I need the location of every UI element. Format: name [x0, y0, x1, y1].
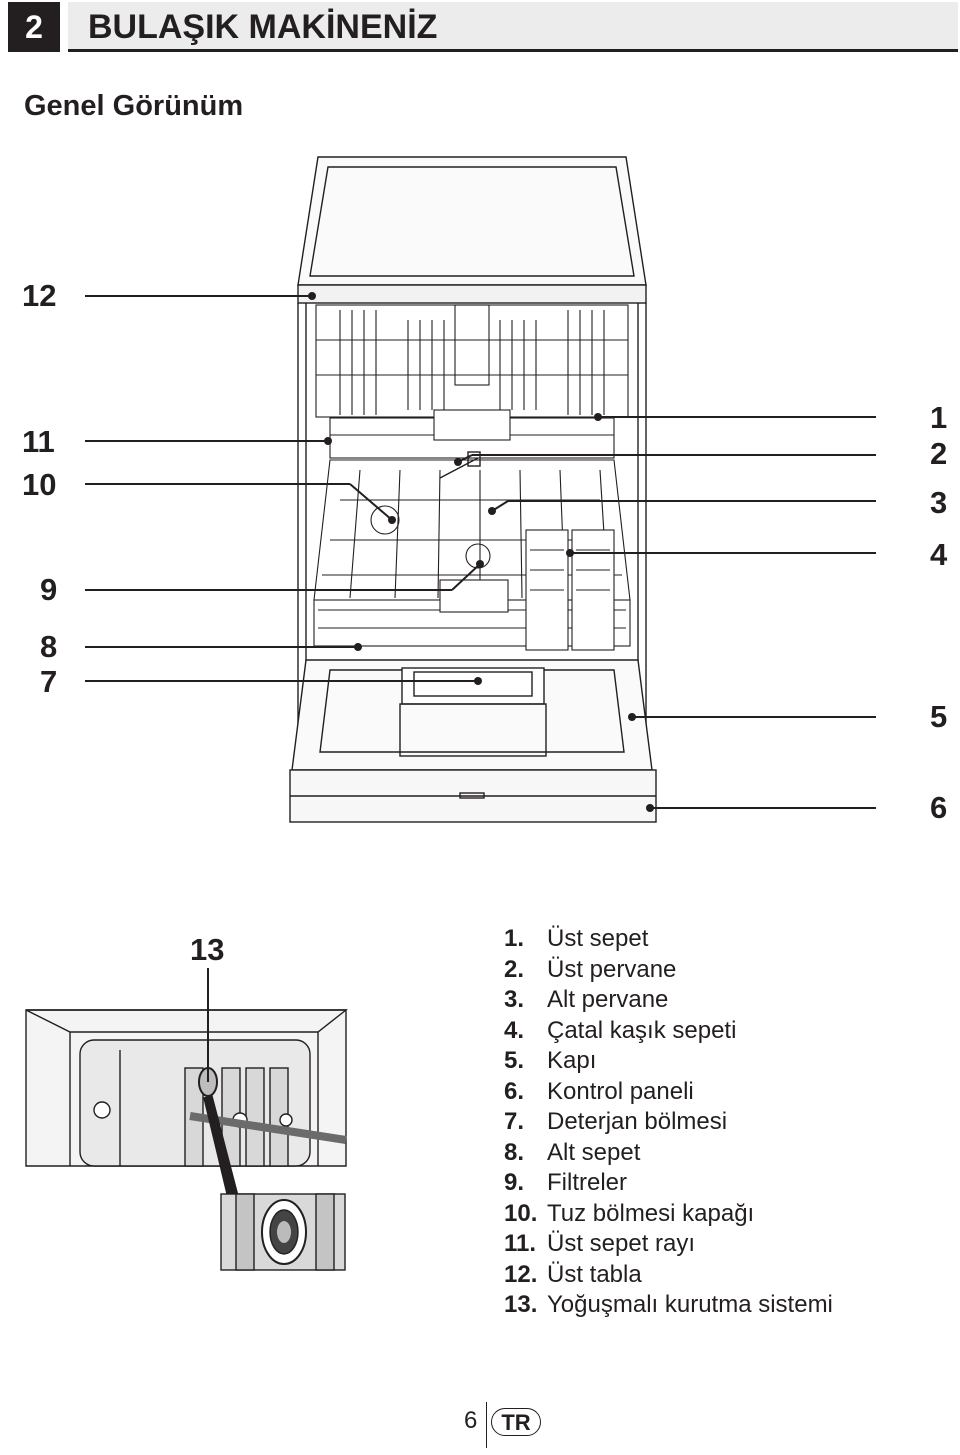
page-subtitle: Genel Görünüm: [24, 90, 244, 122]
callout-dots: [308, 292, 654, 812]
legend-item: 4.Çatal kaşık sepeti: [504, 1016, 737, 1044]
upper-basket: [315, 304, 629, 459]
section-title: BULAŞIK MAKİNENİZ: [88, 8, 438, 46]
callout-3: 3: [930, 485, 948, 520]
callout-5: 5: [930, 699, 948, 734]
section-header: 2 BULAŞIK MAKİNENİZ: [8, 2, 958, 52]
footer-divider: [486, 1402, 487, 1448]
section-title-bar: BULAŞIK MAKİNENİZ: [68, 2, 958, 52]
cutlery-basket: [525, 529, 615, 651]
language-badge: TR: [491, 1408, 541, 1436]
callout-8: 8: [40, 629, 58, 664]
section-number: 2: [8, 2, 60, 52]
callout-1: 1: [930, 400, 948, 435]
legend-item: 13.Yoğuşmalı kurutma sistemi: [504, 1291, 833, 1318]
legend-item: 3.Alt pervane: [504, 986, 669, 1013]
callout-11: 11: [22, 424, 55, 459]
legend-item: 2.Üst pervane: [504, 955, 677, 983]
page-number: 6: [464, 1407, 478, 1434]
condensation-detail-inset: [25, 968, 349, 1271]
callout-2: 2: [930, 436, 948, 471]
callout-9: 9: [40, 572, 58, 607]
legend-item: 12.Üst tabla: [504, 1260, 642, 1288]
callout-4: 4: [930, 537, 948, 572]
open-door: [291, 659, 653, 771]
parts-legend: 1.Üst sepet 2.Üst pervane 3.Alt pervane …: [504, 924, 833, 1321]
callout-7: 7: [40, 664, 58, 699]
callout-13: 13: [190, 932, 225, 967]
legend-item: 9.Filtreler: [504, 1169, 628, 1196]
legend-item: 8.Alt sepet: [504, 1138, 641, 1166]
top-surface: [297, 156, 647, 304]
callout-lines: [85, 295, 876, 809]
upper-spray-arm: [439, 451, 481, 479]
control-panel: [289, 769, 657, 823]
legend-item: 7.Deterjan bölmesi: [504, 1108, 728, 1135]
callout-10: 10: [22, 467, 57, 502]
callout-12: 12: [22, 278, 57, 313]
callout-6: 6: [930, 790, 948, 825]
legend-item: 5.Kapı: [504, 1047, 597, 1074]
legend-item: 10.Tuz bölmesi kapağı: [504, 1199, 755, 1227]
legend-item: 6.Kontrol paneli: [504, 1077, 694, 1105]
legend-item: 1.Üst sepet: [504, 925, 649, 952]
legend-item: 11.Üst sepet rayı: [504, 1230, 696, 1257]
